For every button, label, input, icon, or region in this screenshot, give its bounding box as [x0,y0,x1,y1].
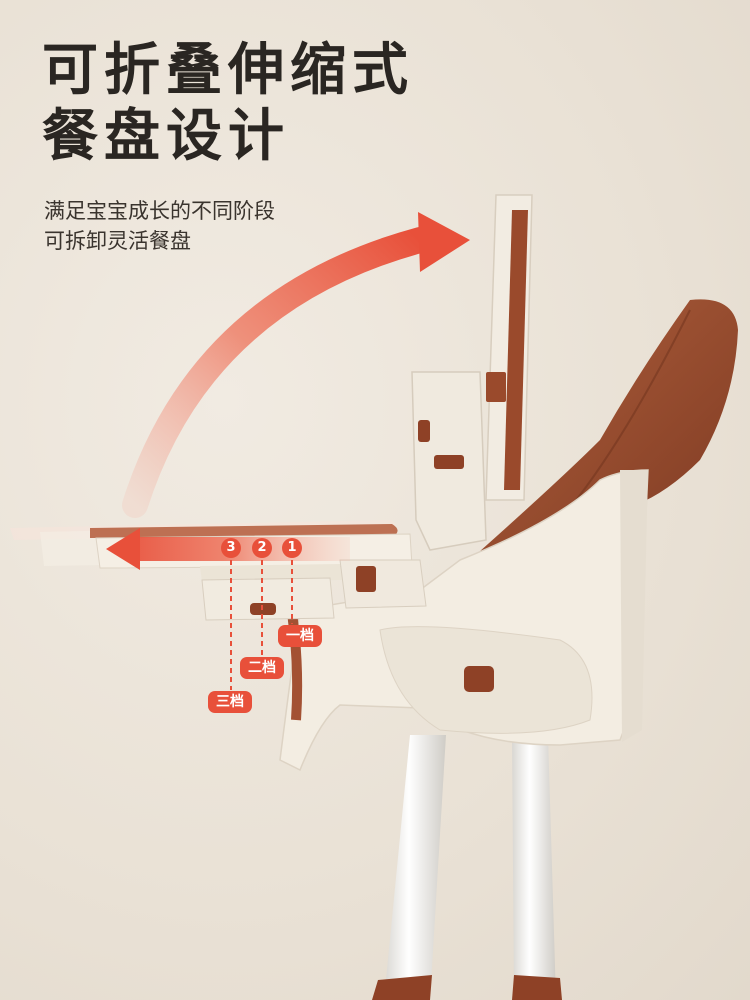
position-guide-lines [230,560,293,690]
subtitle-line-2: 可拆卸灵活餐盘 [44,229,191,253]
position-number-3: 3 [221,538,241,558]
fold-arrow-icon [122,212,470,518]
position-number-2: 2 [252,538,272,558]
subtitle: 满足宝宝成长的不同阶段 可拆卸灵活餐盘 [44,196,275,256]
position-number-1: 1 [282,538,302,558]
extend-arrow-icon [106,528,350,570]
position-label-3: 三档 [208,691,252,713]
chair-legs [372,735,562,1000]
chair-shell [279,469,649,772]
headline-line-2: 餐盘设计 [42,104,290,169]
tray-extended [10,520,427,621]
headline: 可折叠伸缩式 餐盘设计 [42,38,414,170]
subtitle-line-1: 满足宝宝成长的不同阶段 [44,199,275,223]
position-label-1: 一档 [278,625,322,647]
tray-folded [411,194,533,551]
position-label-2: 二档 [240,657,284,679]
headline-line-1: 可折叠伸缩式 [42,38,414,103]
